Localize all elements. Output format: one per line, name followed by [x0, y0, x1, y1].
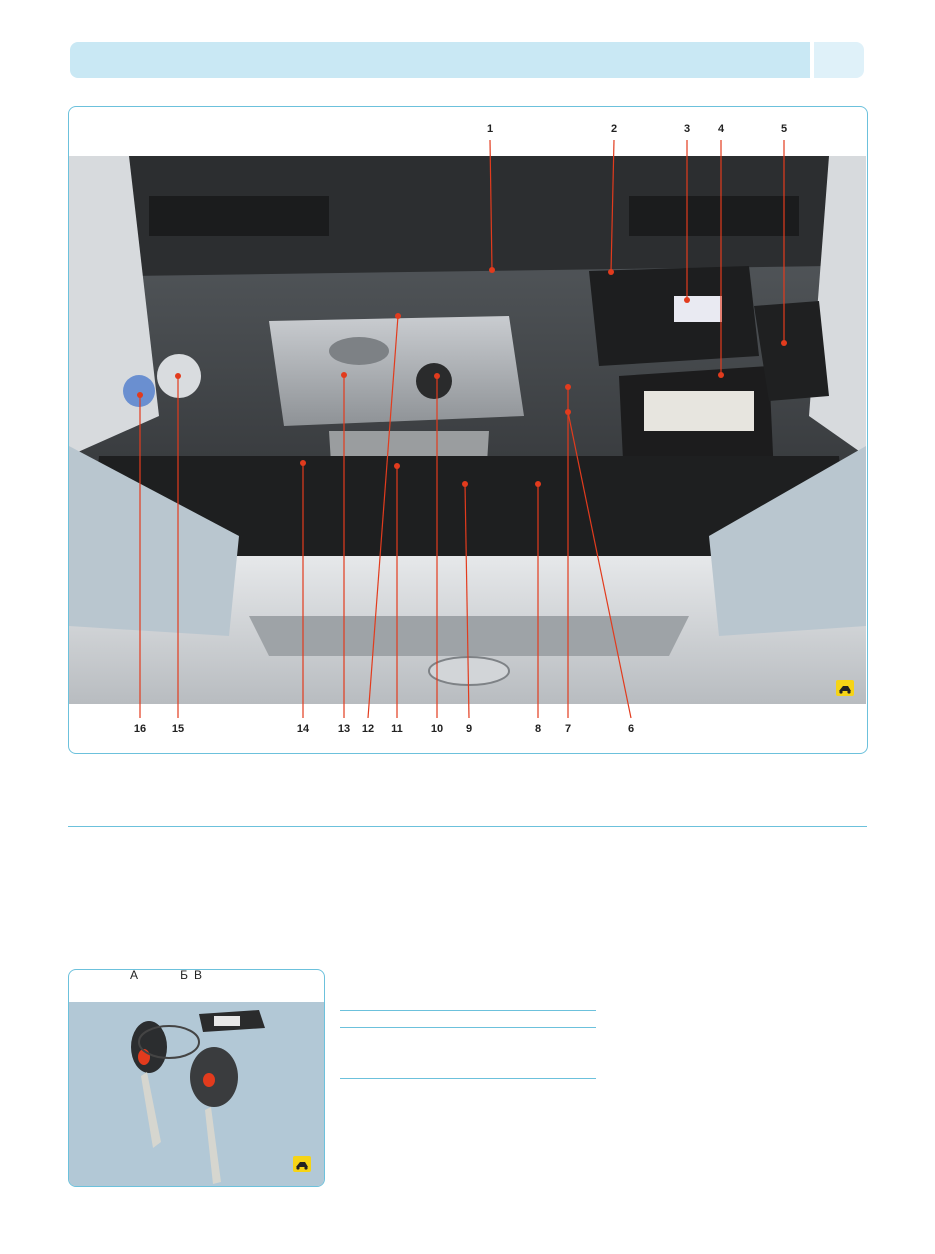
- table-rule-top: [340, 1010, 596, 1011]
- callout-dot-12: [395, 313, 401, 319]
- callout-number: 8: [534, 723, 542, 735]
- table-rule-header: [340, 1027, 596, 1028]
- page-number-tab: [814, 42, 864, 78]
- keys-figure-frame: [68, 969, 325, 1187]
- callout-number: 3: [683, 123, 691, 135]
- callout-number: 4: [717, 123, 725, 135]
- callout-dot-14: [300, 460, 306, 466]
- callout-number: 7: [564, 723, 572, 735]
- callout-number: 5: [780, 123, 788, 135]
- callout-dot-1: [489, 267, 495, 273]
- callout-dot-5: [781, 340, 787, 346]
- callout-dot-9: [462, 481, 468, 487]
- car-on-lift-icon: [836, 680, 854, 696]
- callout-number: 13: [337, 723, 351, 735]
- callout-number: 15: [171, 723, 185, 735]
- callout-number: 12: [361, 723, 375, 735]
- callout-dot-4: [718, 372, 724, 378]
- callout-number: 2: [610, 123, 618, 135]
- callout-number: 16: [133, 723, 147, 735]
- callout-dot-8: [535, 481, 541, 487]
- callout-dot-2: [608, 269, 614, 275]
- key-label-a: А: [129, 968, 138, 982]
- table-rule-bottom: [340, 1078, 596, 1079]
- section-divider: [68, 826, 867, 827]
- callout-dot-3: [684, 297, 690, 303]
- callout-dot-16: [137, 392, 143, 398]
- keys-illustration: [69, 1002, 324, 1186]
- callout-number: 10: [430, 723, 444, 735]
- keys-photo: [69, 1002, 324, 1186]
- callout-number: 1: [486, 123, 494, 135]
- callout-number: 9: [465, 723, 473, 735]
- header-bar: [70, 42, 810, 78]
- callout-dot-7: [565, 384, 571, 390]
- callout-dot-10: [434, 373, 440, 379]
- callout-dot-15: [175, 373, 181, 379]
- callout-number: 11: [391, 723, 403, 735]
- key-label-c: В: [193, 968, 202, 982]
- engine-bay-photo: [69, 156, 866, 704]
- car-on-lift-icon: [293, 1156, 311, 1172]
- callout-dot-6: [565, 409, 571, 415]
- key-label-b: Б: [180, 968, 188, 982]
- callout-number: 14: [296, 723, 310, 735]
- callout-number: 6: [627, 723, 635, 735]
- callout-dot-11: [394, 463, 400, 469]
- engine-bay-illustration: [69, 156, 866, 704]
- callout-dot-13: [341, 372, 347, 378]
